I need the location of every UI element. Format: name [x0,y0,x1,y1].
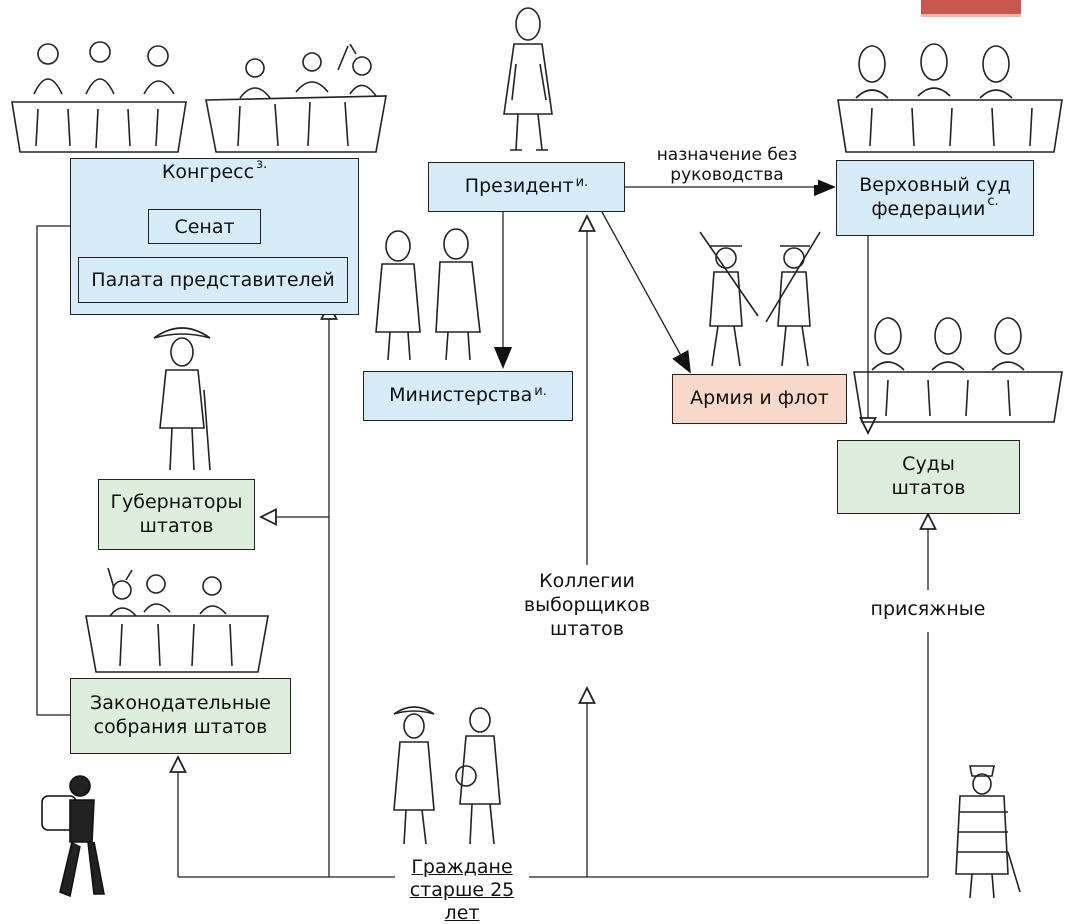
appointment-label: назначение без руководства [636,145,818,186]
congress-sup: з. [256,157,268,172]
legislators-table-icon [85,567,269,673]
senate-label: Сенат [174,215,235,238]
citizens-line2: старше 25 лет [409,878,515,924]
electors-label: Коллегии выборщиков штатов [510,570,664,642]
congress-label: Конгресс [161,161,255,183]
legislatures-line2: собрания штатов [93,716,268,738]
appointment-line2: руководства [670,164,784,185]
governor-figure-icon [153,327,211,471]
soldiers-figures-icon [699,231,821,367]
house-label: Палата представителей [91,269,335,291]
supreme-court-sup: с. [987,194,999,209]
jurors-label: присяжные [858,598,998,622]
jurors-text: присяжные [870,598,986,620]
senate-box: Сенат [148,209,261,244]
arguing-congressmen-icon [205,43,387,153]
appointment-line1: назначение без [656,145,798,165]
ministries-label: Министерства [389,384,533,407]
connector-lines [36,177,1071,878]
governors-line1: Губернаторы [110,490,243,513]
state-courts-box: Суды штатов [837,440,1020,514]
legislatures-line1: Законодательные [90,692,271,715]
citizens-figures-icon [393,706,501,845]
state-courts-line1: Суды [902,453,955,476]
citizens-label: Граждане старше 25 лет [395,856,529,924]
justices-table-icon [837,43,1063,153]
electors-line1: Коллегии [539,570,635,592]
seated-congressmen-icon [11,41,187,153]
governors-line2: штатов [139,514,214,537]
army-label: Армия и флот [690,387,829,410]
electors-line3: штатов [550,617,624,640]
ministries-sup: и. [534,383,547,399]
ministers-figures-icon [375,228,481,361]
president-sup: и. [575,174,589,190]
governors-box: Губернаторы штатов [98,479,255,550]
supreme-court-line1: Верховный суд [859,174,1011,197]
state-courts-line2: штатов [891,477,966,499]
corner-tab [921,0,1021,17]
legislatures-box: Законодательные собрания штатов [70,678,291,754]
citizens-line1: Граждане [411,856,513,878]
president-figure-icon [503,7,553,151]
state-judges-table-icon [853,317,1063,423]
native-figure-icon [955,765,1021,899]
slave-figure-icon [41,775,105,898]
army-box: Армия и флот [672,374,847,424]
president-label: Президент [464,175,574,198]
house-box: Палата представителей [78,257,348,303]
supreme-court-line2: федерации [871,198,986,220]
electors-line2: выборщиков [523,593,651,616]
president-to-army [601,211,691,374]
